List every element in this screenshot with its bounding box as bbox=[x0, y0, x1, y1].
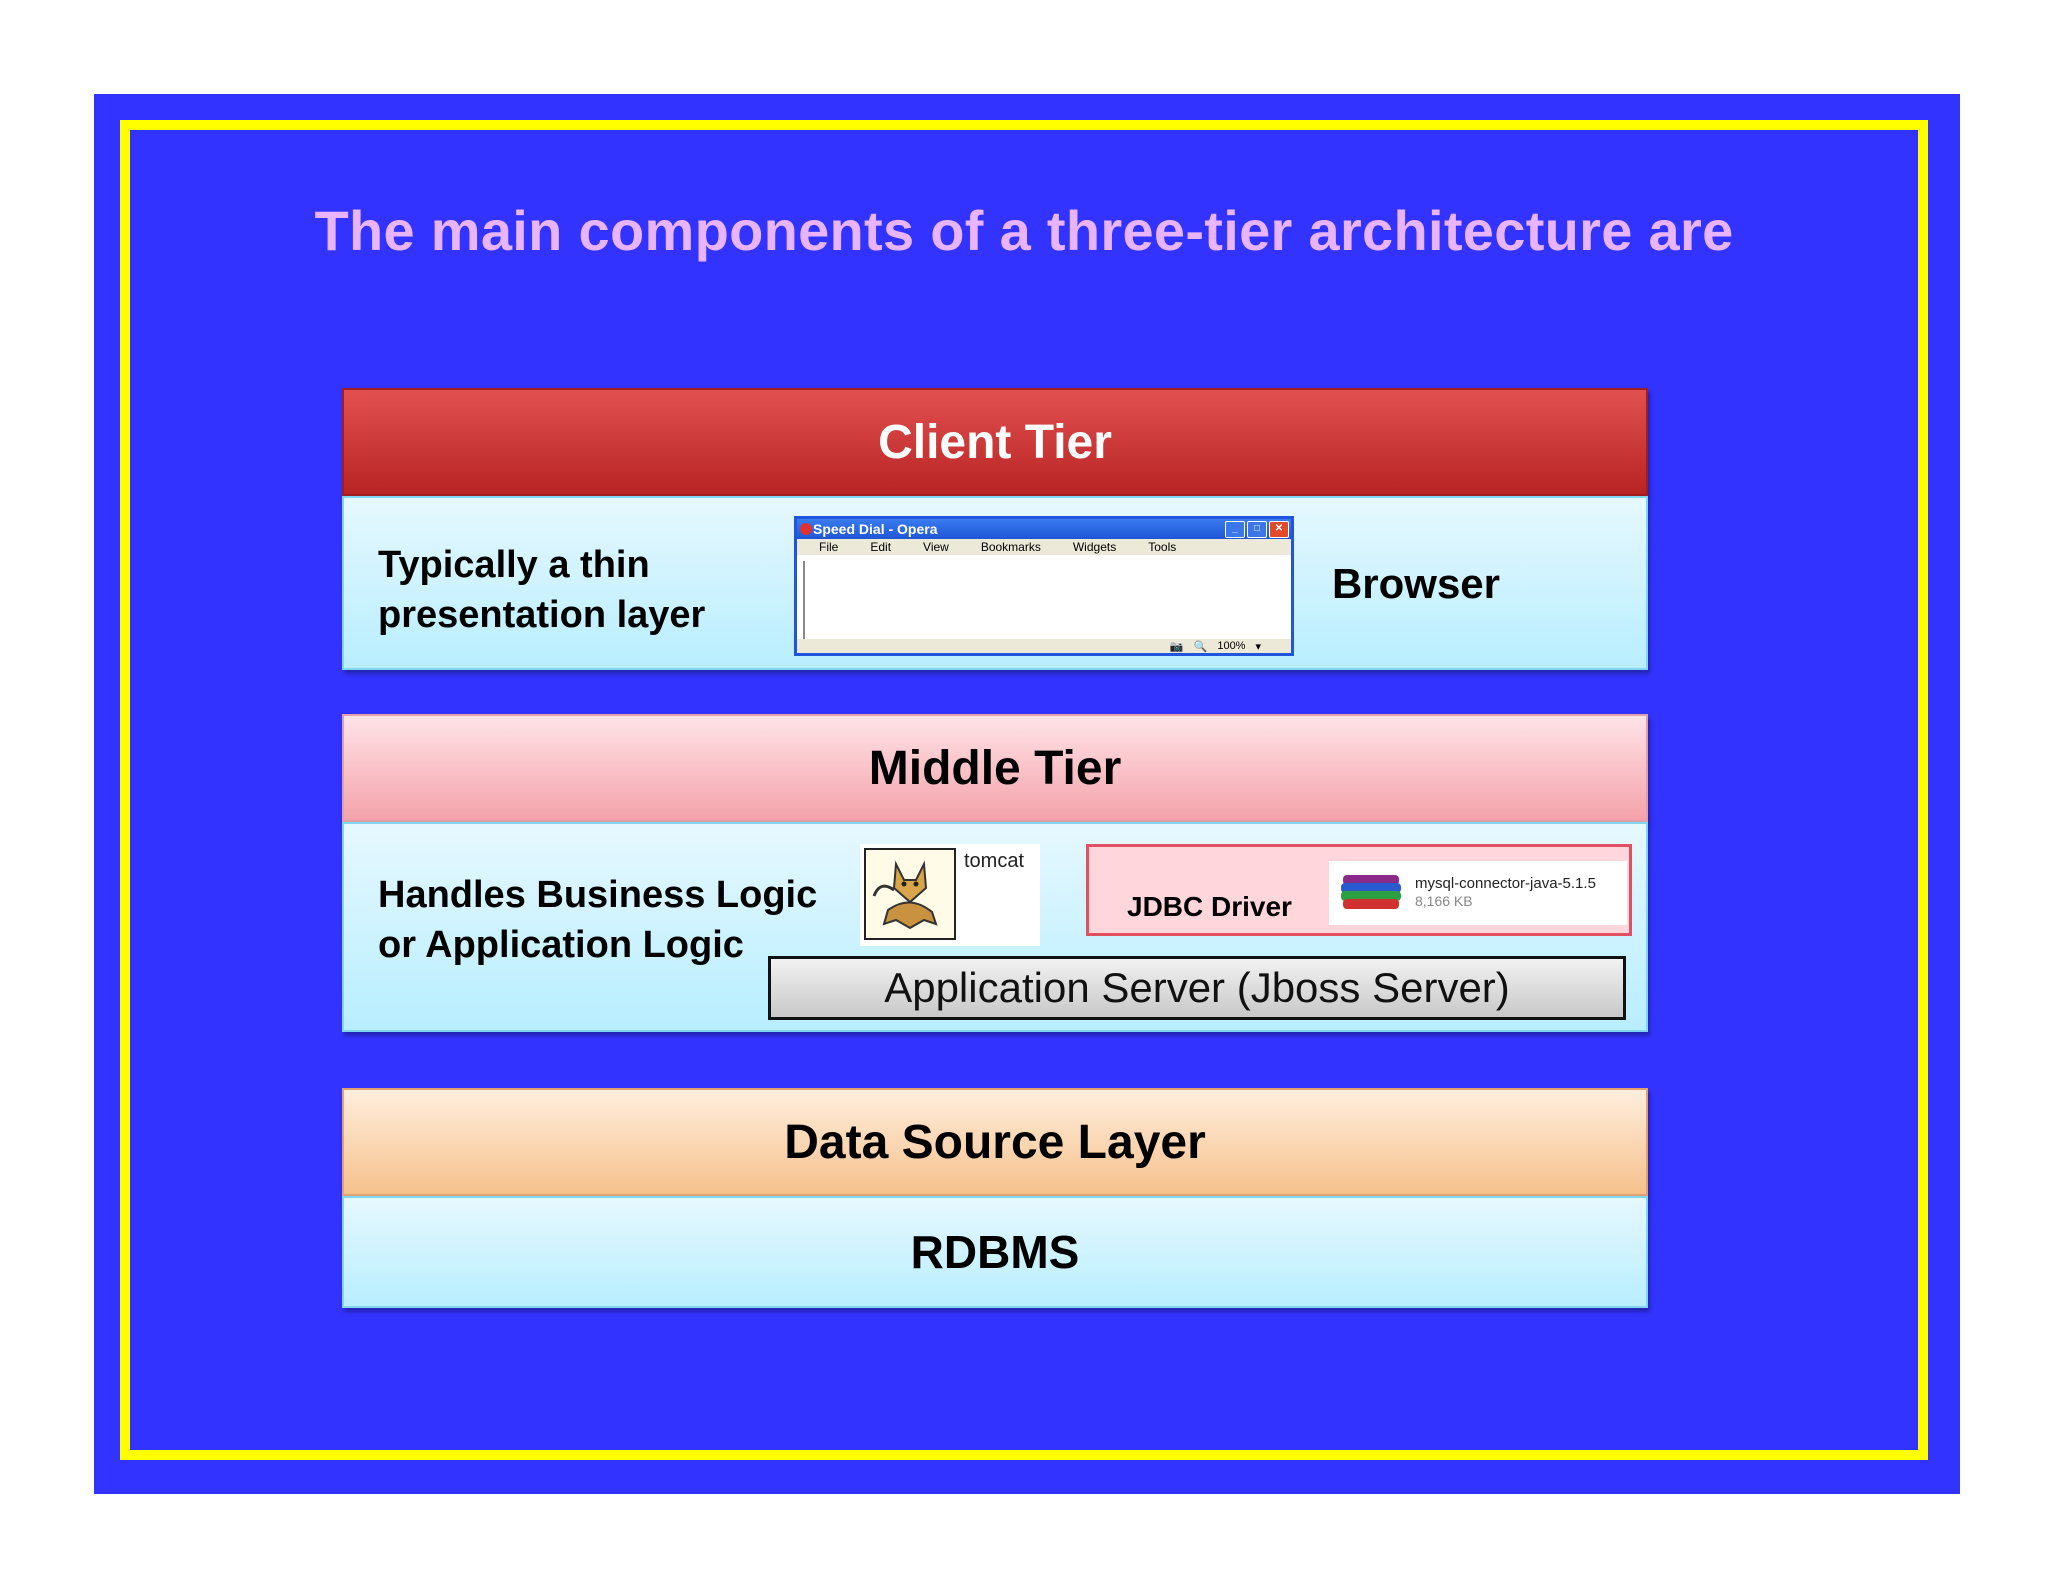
middle-desc-line2: or Application Logic bbox=[378, 924, 744, 966]
opera-menubar: File Edit View Bookmarks Widgets Tools bbox=[797, 539, 1291, 555]
tomcat-icon bbox=[864, 848, 956, 940]
middle-desc-line1: Handles Business Logic bbox=[378, 874, 818, 916]
opera-content-area bbox=[803, 561, 1287, 639]
jdbc-driver-box: JDBC Driver mysql-connector-java-5.1.5 8… bbox=[1086, 844, 1632, 936]
client-desc-line2: presentation layer bbox=[378, 594, 706, 636]
opera-window-title: Speed Dial - Opera bbox=[813, 521, 938, 537]
jar-file-size: 8,166 KB bbox=[1415, 893, 1473, 909]
opera-titlebar: Speed Dial - Opera _ □ ✕ bbox=[797, 519, 1291, 539]
jdbc-driver-label: JDBC Driver bbox=[1127, 891, 1292, 922]
menu-file: File bbox=[819, 540, 839, 554]
minimize-icon: _ bbox=[1225, 521, 1245, 538]
opera-browser-window: Speed Dial - Opera _ □ ✕ File Edit View … bbox=[794, 516, 1294, 656]
middle-tier-description: Handles Business Logic or Application Lo… bbox=[378, 870, 817, 970]
slide-title: The main components of a three-tier arch… bbox=[314, 199, 1734, 262]
menu-bookmarks: Bookmarks bbox=[980, 540, 1041, 554]
yellow-frame bbox=[120, 120, 1928, 1460]
menu-edit: Edit bbox=[870, 540, 892, 554]
tomcat-logo: tomcat bbox=[860, 844, 1040, 946]
window-buttons: _ □ ✕ bbox=[1225, 521, 1289, 538]
opera-statusbar: 📷 🔍 100% ▾ bbox=[797, 639, 1291, 653]
middle-tier-body: Handles Business Logic or Application Lo… bbox=[342, 822, 1648, 1032]
rdbms-box: RDBMS bbox=[342, 1196, 1648, 1308]
zoom-icon: 🔍 bbox=[1193, 640, 1208, 653]
client-tier-body: Typically a thin presentation layer Spee… bbox=[342, 496, 1648, 670]
chevron-down-icon: ▾ bbox=[1255, 640, 1261, 653]
menu-view: View bbox=[923, 540, 949, 554]
camera-icon: 📷 bbox=[1169, 640, 1184, 653]
middle-tier-heading: Middle Tier bbox=[342, 714, 1648, 822]
jar-file-name: mysql-connector-java-5.1.5 bbox=[1415, 875, 1596, 892]
archive-icon bbox=[1341, 875, 1401, 909]
application-server-box: Application Server (Jboss Server) bbox=[768, 956, 1626, 1020]
opera-logo-icon bbox=[800, 523, 812, 535]
data-source-heading: Data Source Layer bbox=[342, 1088, 1648, 1196]
menu-tools: Tools bbox=[1148, 540, 1177, 554]
client-tier-heading: Client Tier bbox=[342, 388, 1648, 496]
tomcat-label: tomcat bbox=[964, 850, 1025, 872]
zoom-level: 100% bbox=[1217, 640, 1246, 652]
close-icon: ✕ bbox=[1269, 521, 1289, 538]
client-tier-description: Typically a thin presentation layer bbox=[378, 540, 705, 640]
menu-widgets: Widgets bbox=[1072, 540, 1117, 554]
browser-label: Browser bbox=[1331, 560, 1500, 607]
jar-file-entry: mysql-connector-java-5.1.5 8,166 KB bbox=[1329, 861, 1627, 925]
maximize-icon: □ bbox=[1247, 521, 1267, 538]
client-desc-line1: Typically a thin bbox=[378, 544, 650, 586]
